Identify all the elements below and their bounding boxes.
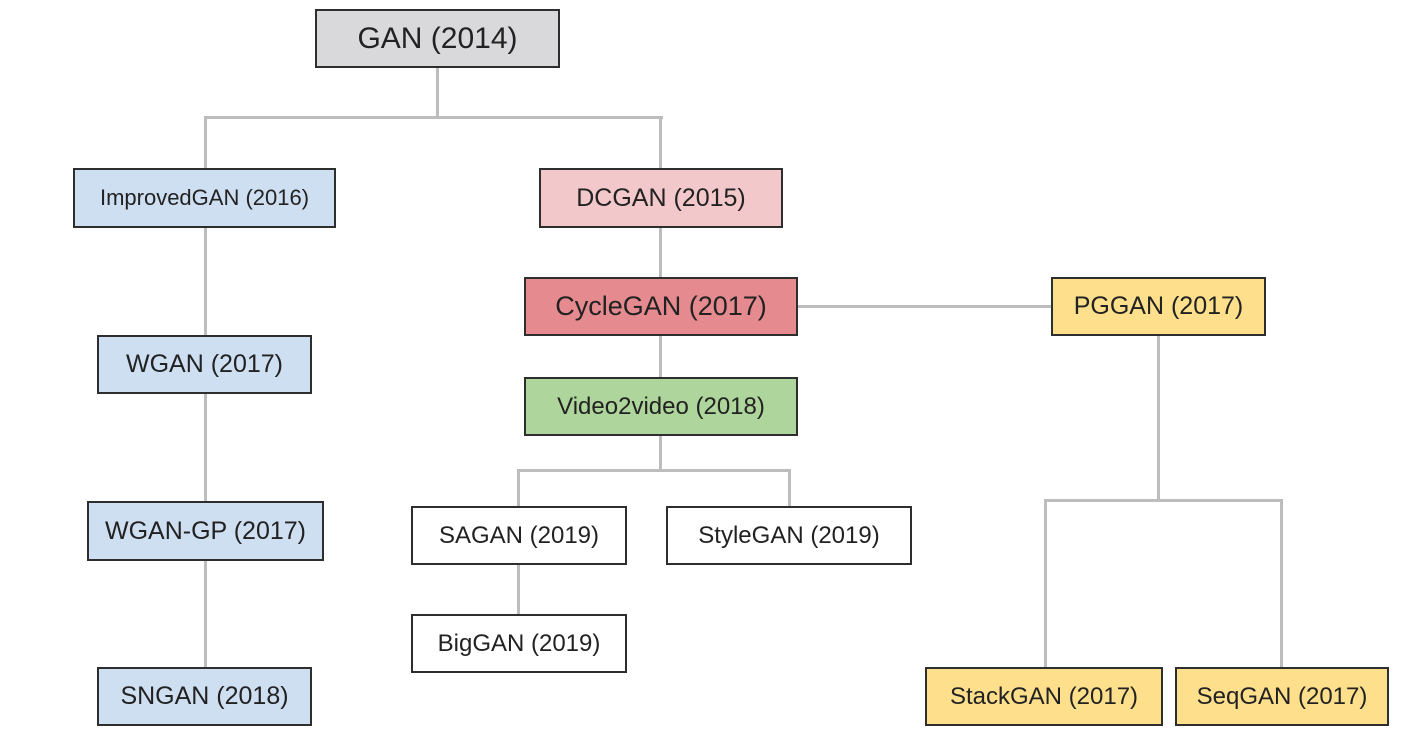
node-label: StyleGAN (2019)	[698, 521, 880, 549]
node-video2video: Video2video (2018)	[524, 377, 798, 436]
node-label: SNGAN (2018)	[120, 682, 289, 710]
node-cyclegan: CycleGAN (2017)	[524, 277, 798, 336]
connector-cyclegan-video2video	[659, 334, 662, 378]
node-label: StackGAN (2017)	[949, 682, 1139, 710]
connector-pggan-branch	[1044, 499, 1283, 502]
connector-video2video-down	[659, 434, 662, 471]
node-label: BigGAN (2019)	[437, 629, 601, 657]
node-biggan: BigGAN (2019)	[411, 614, 627, 673]
node-stylegan: StyleGAN (2019)	[666, 506, 912, 565]
node-label: PGGAN (2017)	[1073, 292, 1244, 320]
node-pggan: PGGAN (2017)	[1051, 277, 1266, 336]
node-label: Video2video (2018)	[557, 392, 765, 420]
connector-improvedgan-wgan	[204, 226, 207, 336]
connector-to-dcgan	[659, 116, 662, 169]
node-stackgan: StackGAN (2017)	[925, 667, 1163, 726]
connector-sagan-biggan	[517, 563, 520, 615]
node-wgan-gp: WGAN-GP (2017)	[87, 501, 324, 561]
node-label: WGAN (2017)	[126, 350, 283, 378]
connector-video2video-branch	[517, 469, 791, 472]
node-sngan: SNGAN (2018)	[97, 667, 312, 726]
connector-cyclegan-pggan	[796, 305, 1053, 308]
node-label: CycleGAN (2017)	[555, 291, 767, 321]
node-label: SeqGAN (2017)	[1196, 682, 1368, 710]
node-label: DCGAN (2015)	[576, 183, 746, 212]
node-dcgan: DCGAN (2015)	[539, 168, 783, 228]
connector-to-seqgan	[1280, 499, 1283, 668]
connector-wgangp-sngan	[204, 559, 207, 668]
node-wgan: WGAN (2017)	[97, 335, 312, 394]
connector-gan-branch	[204, 116, 663, 119]
connector-to-improvedgan	[204, 116, 207, 169]
node-gan: GAN (2014)	[315, 9, 560, 68]
node-label: GAN (2014)	[357, 21, 518, 55]
connector-wgan-wgangp	[204, 393, 207, 502]
node-label: WGAN-GP (2017)	[105, 516, 306, 545]
connector-to-stackgan	[1044, 499, 1047, 668]
connector-pggan-down	[1157, 334, 1160, 502]
connector-dcgan-cyclegan	[659, 226, 662, 278]
connector-to-sagan	[517, 469, 520, 507]
node-seqgan: SeqGAN (2017)	[1175, 667, 1389, 726]
node-sagan: SAGAN (2019)	[411, 506, 627, 565]
connector-gan-down	[436, 66, 439, 118]
node-improvedgan: ImprovedGAN (2016)	[73, 168, 336, 228]
node-label: ImprovedGAN (2016)	[99, 185, 310, 210]
connector-to-stylegan	[788, 469, 791, 507]
node-label: SAGAN (2019)	[438, 521, 600, 549]
